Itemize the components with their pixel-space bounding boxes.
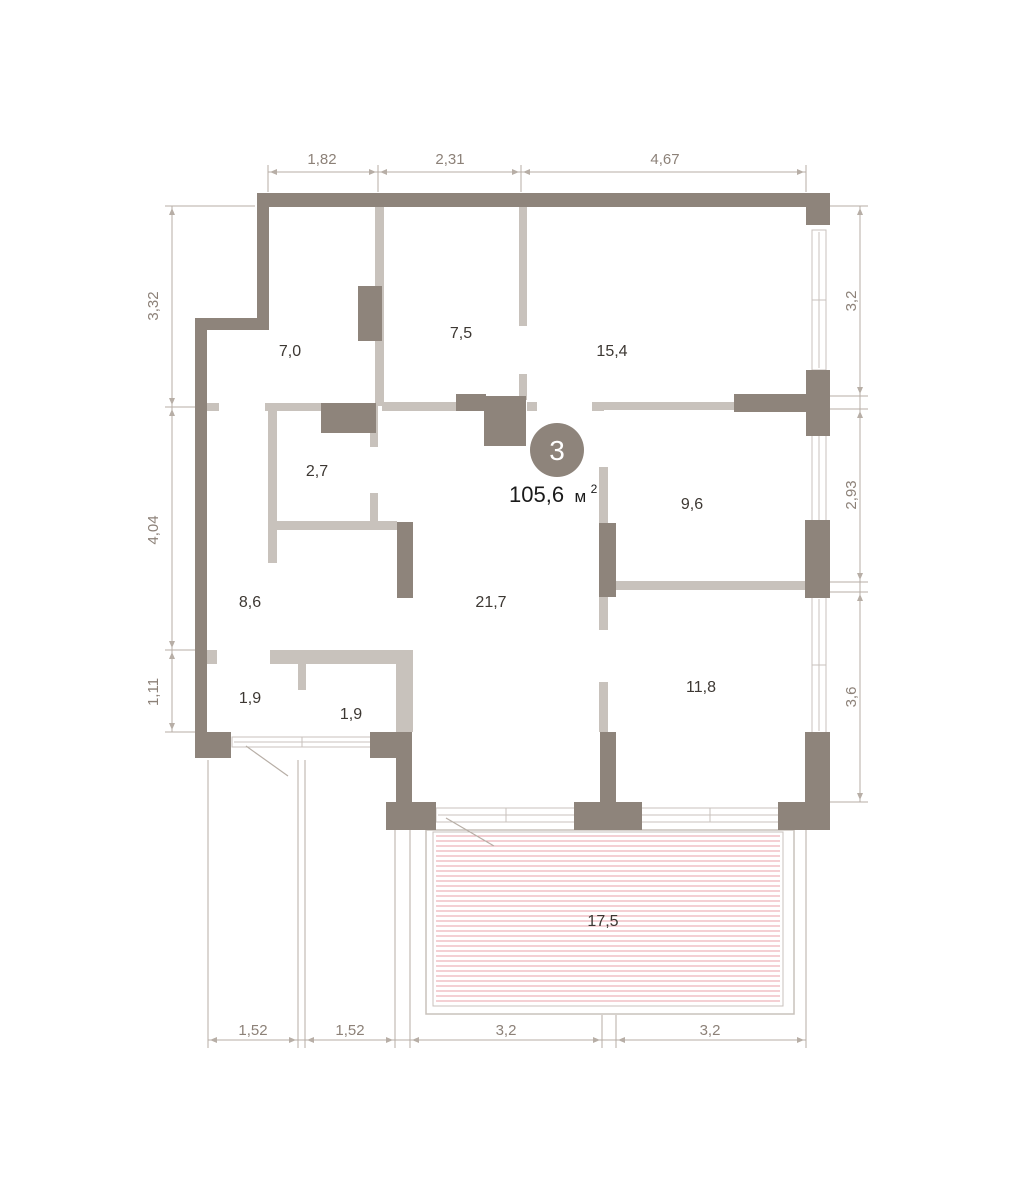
total-area-value: 105,6 — [509, 482, 564, 507]
dim-top-1: 1,82 — [307, 151, 336, 168]
room-area-wc-2: 1,9 — [340, 706, 362, 723]
dim-top-3: 4,67 — [650, 151, 679, 168]
dim-right-1: 3,2 — [843, 291, 860, 312]
wall-north — [257, 193, 807, 207]
dim-bottom-1: 1,52 — [238, 1022, 267, 1039]
room-area-bath-small: 2,7 — [306, 463, 328, 480]
dim-bottom-2: 1,52 — [335, 1022, 364, 1039]
room-count: 3 — [549, 435, 565, 466]
room-area-north-middle: 7,5 — [450, 325, 472, 342]
dimension-arrows — [169, 169, 863, 1043]
room-area-wc-1: 1,9 — [239, 690, 261, 707]
room-count-badge — [530, 423, 584, 477]
room-area-hall-west: 8,6 — [239, 594, 261, 611]
room-area-se: 11,8 — [686, 679, 716, 696]
room-labels: 7,0 7,5 15,4 2,7 9,6 8,6 21,7 11,8 1,9 1… — [239, 325, 716, 930]
wall-north-corner — [806, 193, 830, 225]
dimension-labels-top: 1,82 2,31 4,67 — [307, 151, 679, 168]
dim-left-3: 1,11 — [145, 678, 162, 706]
dim-bottom-3: 3,2 — [496, 1022, 517, 1039]
dim-left-2: 4,04 — [145, 515, 162, 544]
room-area-east-middle: 9,6 — [681, 496, 703, 513]
wall-west — [195, 318, 207, 738]
door-swings — [245, 745, 495, 847]
walls — [195, 193, 830, 830]
balcony-outline-inner — [432, 831, 784, 1007]
dim-right-2: 2,93 — [843, 480, 860, 509]
total-area: 105,6 м 2 — [509, 482, 598, 507]
apartment-badge: 3 105,6 м 2 — [509, 423, 598, 507]
dimension-lines — [165, 165, 868, 1048]
dim-bottom-4: 3,2 — [700, 1022, 721, 1039]
room-area-living: 21,7 — [475, 594, 506, 611]
total-area-unit: м — [575, 487, 587, 506]
dim-left-1: 3,32 — [145, 291, 162, 320]
room-area-nw-small: 7,0 — [279, 343, 301, 360]
dim-top-2: 2,31 — [435, 151, 464, 168]
dim-right-3: 3,6 — [843, 687, 860, 708]
balcony-area — [425, 829, 795, 1015]
total-area-unit-power: 2 — [591, 482, 598, 496]
room-area-balcony: 17,5 — [587, 913, 618, 930]
dimension-labels-right: 3,2 2,93 3,6 — [843, 291, 860, 708]
windows — [231, 229, 827, 823]
balcony-hatch — [436, 835, 780, 1002]
partitions — [207, 206, 806, 732]
room-area-ne: 15,4 — [596, 343, 627, 360]
dimension-labels-left: 3,32 4,04 1,11 — [145, 291, 162, 706]
dimension-labels-bottom: 1,52 1,52 3,2 3,2 — [238, 1022, 720, 1039]
